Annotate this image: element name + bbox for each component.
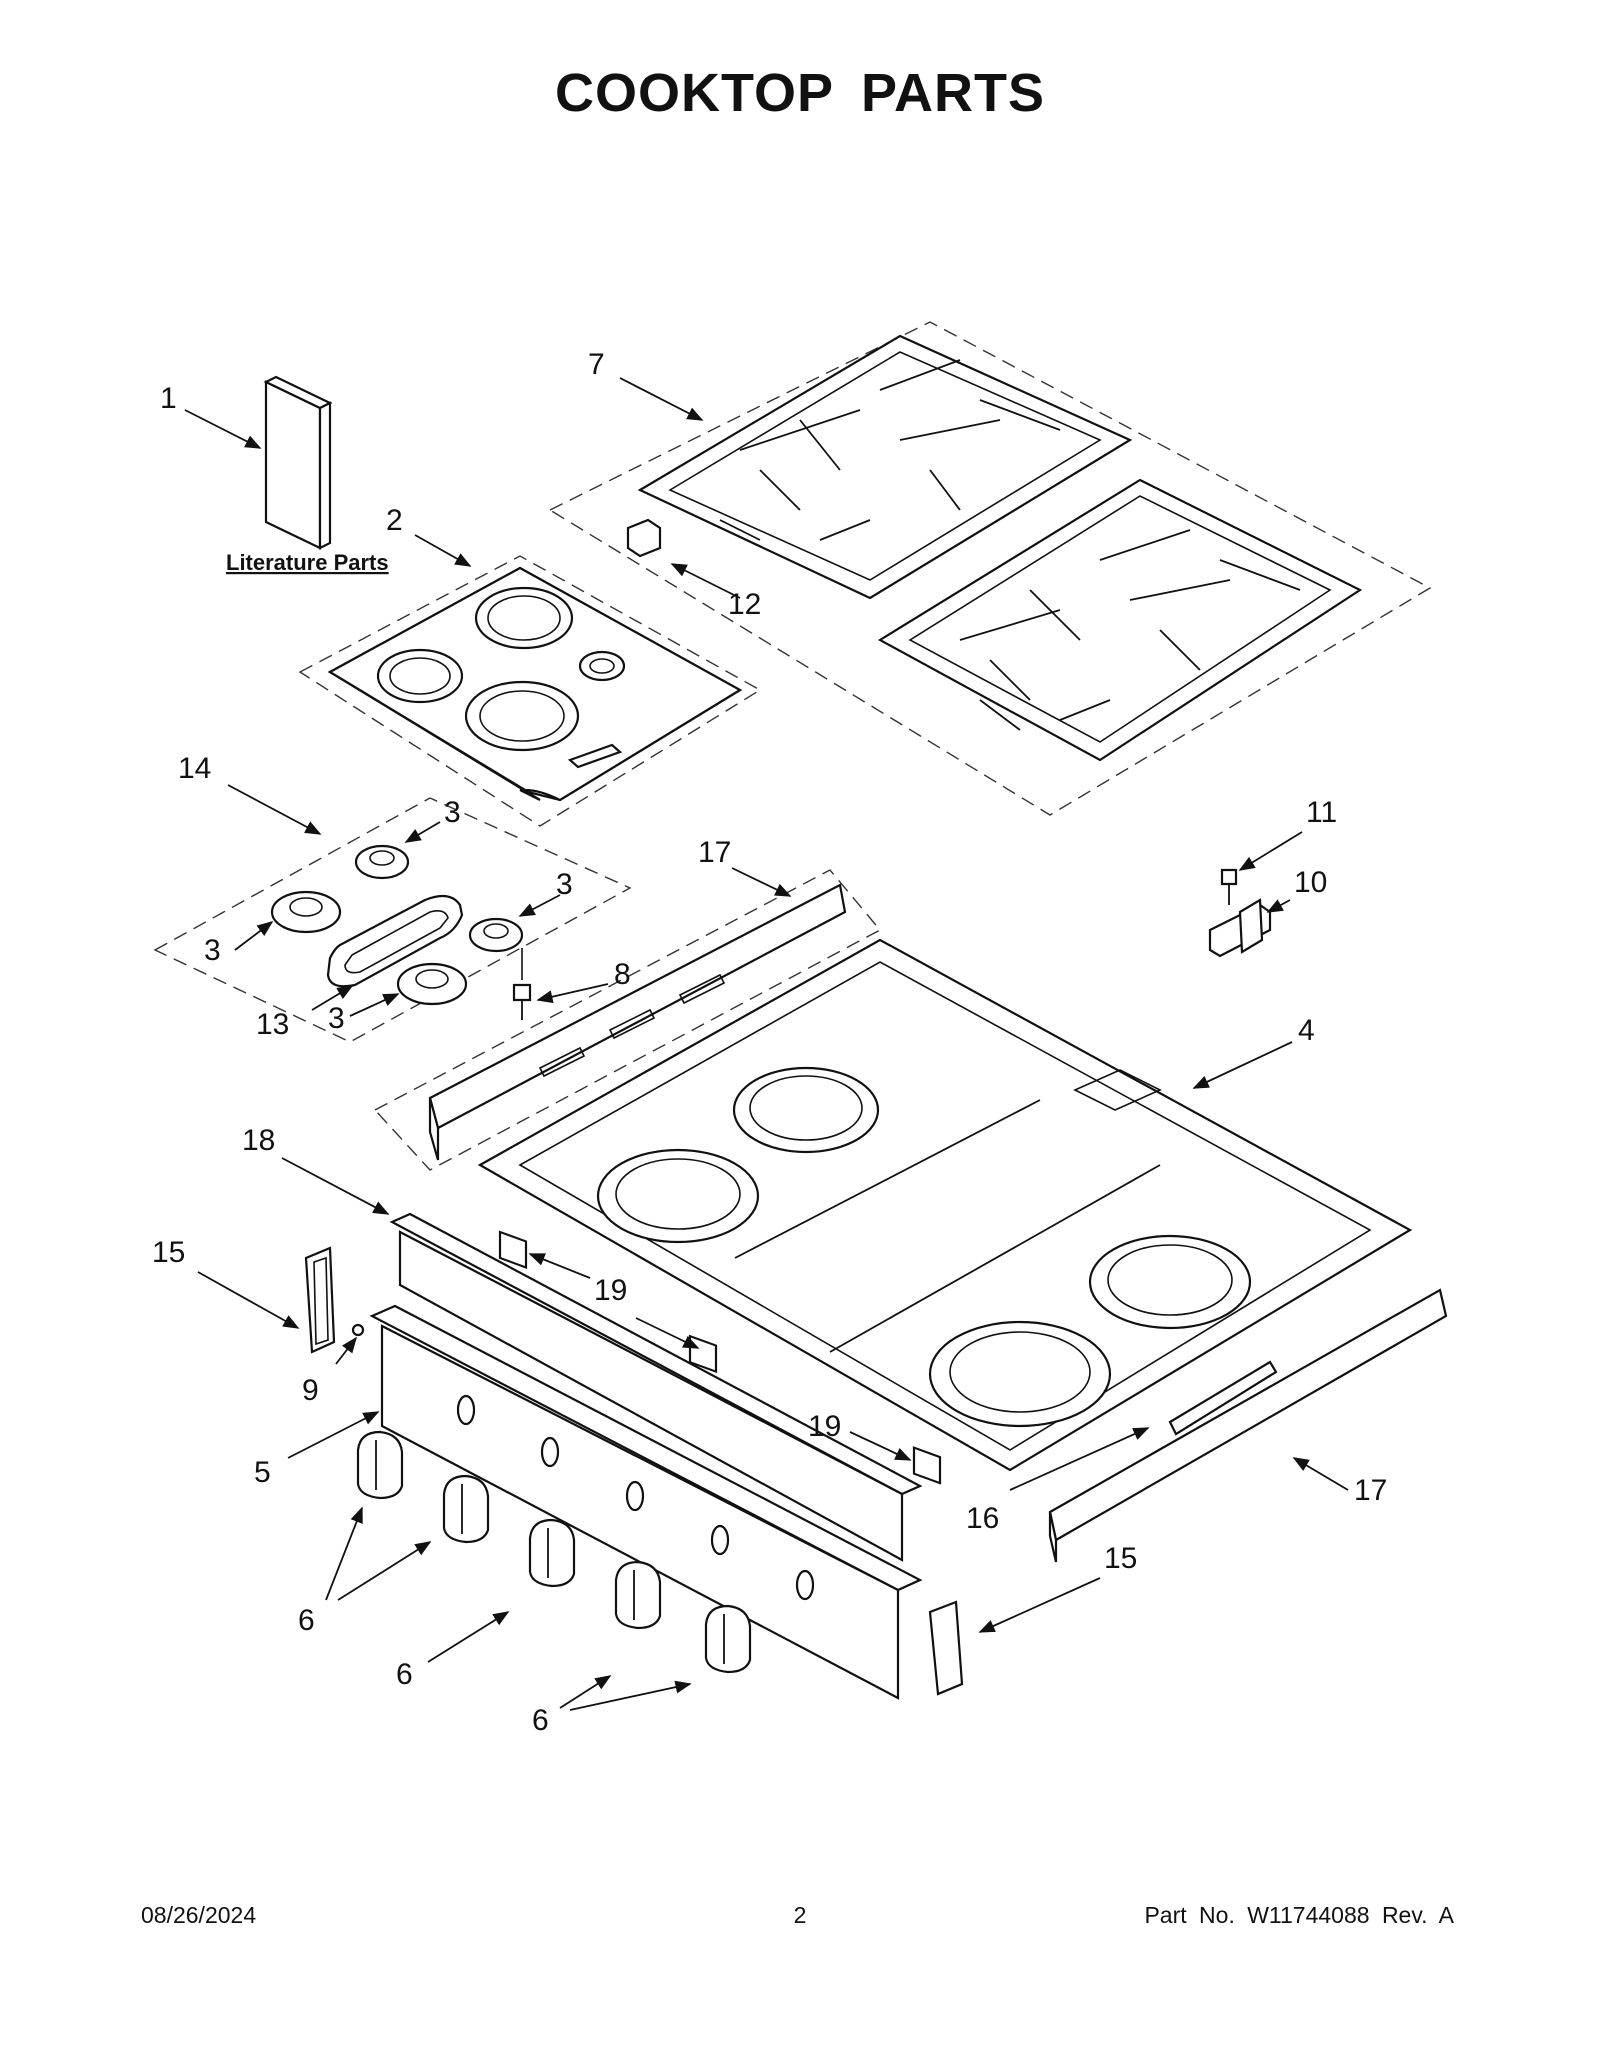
callout-10: 10 <box>1294 866 1327 899</box>
callout-1: 1 <box>160 382 177 415</box>
grate-foot <box>626 518 662 558</box>
callout-7: 7 <box>588 348 605 381</box>
clip-19c <box>912 1446 942 1485</box>
callout-14: 14 <box>178 752 211 785</box>
screw-8 <box>512 948 532 1020</box>
side-trim-right <box>1048 1288 1448 1563</box>
footer-date: 08/26/2024 <box>141 1902 257 1928</box>
footer-page-number: 2 <box>793 1902 807 1928</box>
burner-caps-group <box>153 797 632 1043</box>
callout-18: 18 <box>242 1124 275 1157</box>
bracket-16 <box>1168 1360 1278 1436</box>
screw-9 <box>351 1323 365 1337</box>
callout-15: 15 <box>1104 1542 1137 1575</box>
footer-part-number: Part No. W11744088 Rev. A <box>1144 1902 1454 1928</box>
clip-19a <box>498 1230 528 1269</box>
callout-3: 3 <box>556 868 573 901</box>
control-knob-4 <box>614 1560 662 1630</box>
callout-5: 5 <box>254 1456 271 1489</box>
callout-15: 15 <box>152 1236 185 1269</box>
end-cap-left <box>304 1246 336 1354</box>
callout-2: 2 <box>386 504 403 537</box>
control-knob-1 <box>356 1430 404 1500</box>
callout-3: 3 <box>204 934 221 967</box>
leader-arrows <box>184 377 1349 1711</box>
callout-17: 17 <box>698 836 731 869</box>
callout-19: 19 <box>808 1410 841 1443</box>
callout-13: 13 <box>256 1008 289 1041</box>
screw-11 <box>1220 868 1238 905</box>
callout-8: 8 <box>614 958 631 991</box>
callout-6: 6 <box>298 1604 315 1637</box>
control-knob-3 <box>528 1518 576 1588</box>
control-trim-18 <box>389 1212 923 1562</box>
callout-labels: 1 2 3 3 3 3 4 5 6 6 6 7 8 9 10 11 12 13 … <box>152 348 1387 1737</box>
side-trim-left <box>373 869 882 1171</box>
burner-box <box>477 938 1413 1472</box>
callout-16: 16 <box>966 1502 999 1535</box>
literature-parts-label: Literature Parts <box>226 550 389 575</box>
page-title: COOKTOP PARTS <box>554 63 1046 123</box>
control-knob-2 <box>442 1474 490 1544</box>
control-knob-5 <box>704 1604 752 1674</box>
callout-19: 19 <box>594 1274 627 1307</box>
callout-3: 3 <box>444 796 461 829</box>
control-panel <box>369 1304 923 1700</box>
callout-9: 9 <box>302 1374 319 1407</box>
callout-6: 6 <box>532 1704 549 1737</box>
bracket-10 <box>1208 898 1272 958</box>
burner-grates <box>548 321 1432 816</box>
end-cap-right <box>928 1600 964 1696</box>
callout-6: 6 <box>396 1658 413 1691</box>
cooktop-surface <box>298 555 762 827</box>
literature-booklet <box>263 375 333 550</box>
callout-11: 11 <box>1306 796 1337 829</box>
callout-4: 4 <box>1298 1014 1315 1047</box>
callout-12: 12 <box>728 588 761 621</box>
callout-17: 17 <box>1354 1474 1387 1507</box>
callout-3: 3 <box>328 1002 345 1035</box>
